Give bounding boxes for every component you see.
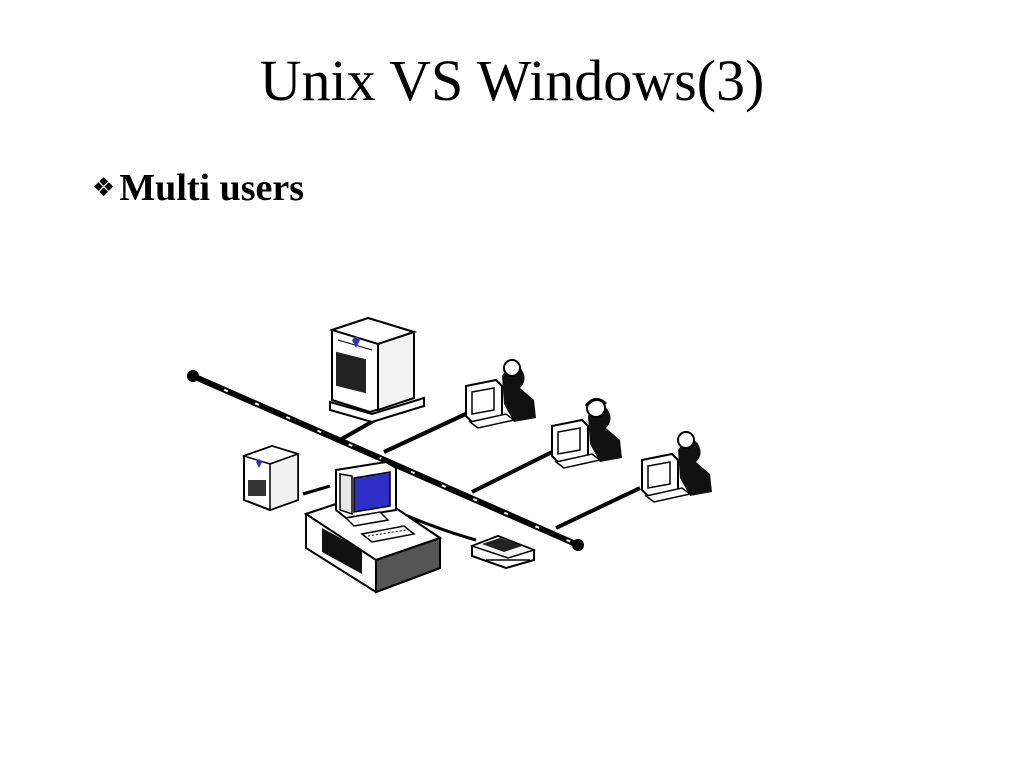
- bus-terminator: [572, 539, 584, 551]
- bullet-text: Multi users: [119, 167, 305, 209]
- workstation-icon: [303, 460, 443, 594]
- bus-terminator: [187, 370, 199, 382]
- small-server-icon: [241, 444, 301, 512]
- printer-icon: [469, 534, 537, 570]
- diamond-bullet-icon: ❖: [92, 173, 116, 203]
- network-bus: [187, 370, 584, 551]
- slide-title: Unix VS Windows(3): [259, 48, 765, 113]
- user-terminal-icon: [551, 398, 622, 469]
- tower-server-icon: [328, 316, 425, 424]
- user-terminal-icon: [465, 359, 536, 429]
- user-terminal-icon: [641, 431, 712, 503]
- branch-cables: [302, 410, 641, 542]
- bullet-item: ❖ Multi users: [92, 166, 304, 210]
